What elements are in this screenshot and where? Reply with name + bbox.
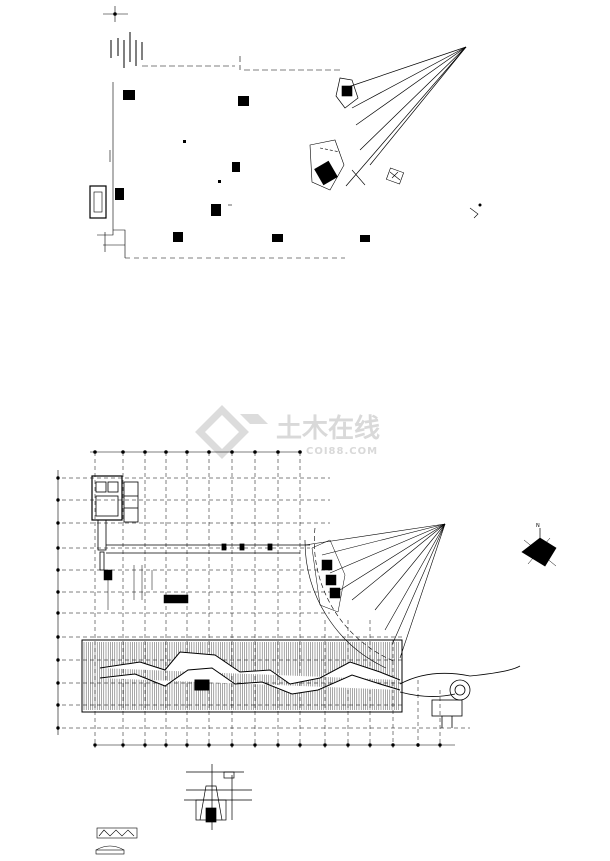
lower-detailed-plan: N bbox=[56, 450, 557, 855]
small-marks bbox=[228, 203, 482, 219]
watermark-diamond-icon bbox=[195, 405, 268, 459]
top-boundary-line bbox=[142, 56, 340, 71]
pavilion-lower bbox=[311, 539, 346, 613]
pavilion-cluster bbox=[309, 85, 405, 191]
fan-sight-lines bbox=[335, 46, 467, 187]
north-marker-icon bbox=[103, 6, 128, 22]
bottom-axis-bubbles bbox=[93, 743, 455, 747]
building-blocks bbox=[115, 90, 370, 242]
top-axis-bubbles bbox=[90, 450, 302, 454]
legend-blocks bbox=[95, 827, 138, 855]
plaza bbox=[103, 565, 189, 610]
meandering-path bbox=[99, 651, 401, 695]
site-boundary bbox=[97, 82, 126, 258]
upper-site-plan bbox=[89, 6, 482, 259]
boundary-hatching bbox=[110, 32, 143, 68]
left-axis-bubbles bbox=[56, 470, 60, 735]
curved-path-extension bbox=[399, 665, 521, 728]
north-arrow-icon: N bbox=[521, 523, 557, 567]
left-building bbox=[89, 185, 107, 219]
corridor bbox=[106, 543, 310, 554]
section-detail bbox=[184, 764, 252, 830]
axis-grid-vertical bbox=[94, 452, 441, 748]
watermark-logo: 土木在线 COI88.COM bbox=[195, 405, 380, 459]
watermark-subtitle: COI88.COM bbox=[306, 446, 378, 457]
entry-building bbox=[91, 475, 139, 571]
svg-text:N: N bbox=[536, 523, 540, 529]
watermark-title: 土木在线 bbox=[276, 414, 380, 444]
fan-sight-lines-lower bbox=[304, 523, 446, 669]
